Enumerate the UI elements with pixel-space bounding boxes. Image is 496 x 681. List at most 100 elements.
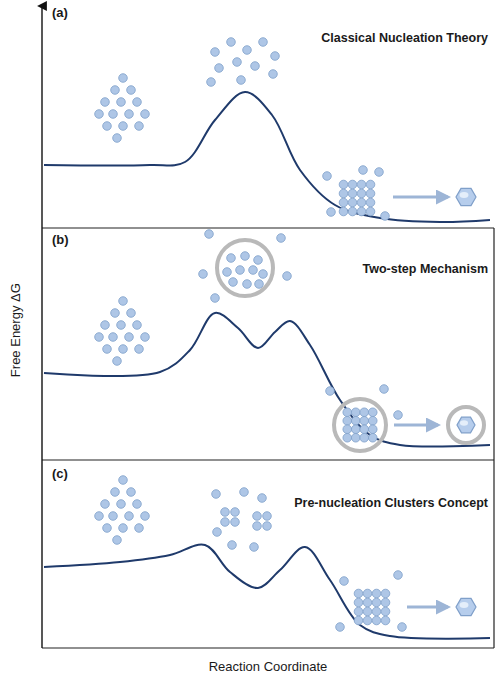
particle (119, 297, 128, 306)
particle (340, 577, 349, 586)
particle (372, 589, 381, 598)
particle (141, 512, 150, 521)
particle (117, 98, 126, 107)
particle (251, 62, 260, 71)
particle (363, 616, 372, 625)
particle (351, 416, 360, 425)
particle (125, 512, 134, 521)
particle (103, 345, 112, 354)
particle (258, 494, 267, 503)
particle (119, 524, 128, 533)
crystal-highlight (460, 420, 468, 425)
crystal-highlight (460, 192, 469, 198)
panel-title: Pre-nucleation Clusters Concept (294, 497, 488, 511)
particle (254, 256, 263, 265)
particle (323, 172, 332, 181)
particle (119, 122, 128, 131)
particle (111, 309, 120, 318)
particle (343, 425, 352, 434)
crystal-highlight (460, 602, 469, 608)
particle (236, 266, 245, 275)
particle (381, 607, 390, 616)
particle (368, 408, 377, 417)
particle (357, 198, 366, 207)
particle (277, 234, 286, 243)
particle (127, 309, 136, 318)
particle (348, 180, 357, 189)
particle (348, 189, 357, 198)
particle (360, 408, 369, 417)
particle (354, 616, 363, 625)
particle (339, 189, 348, 198)
particle (249, 266, 258, 275)
particle (363, 607, 372, 616)
panel-letter: (a) (52, 6, 68, 20)
particle (135, 122, 144, 131)
particle (359, 166, 368, 175)
particle (111, 86, 120, 95)
panel-divider (42, 647, 494, 648)
particle (125, 110, 134, 119)
particle (394, 571, 403, 580)
particle (348, 207, 357, 216)
particle (95, 333, 104, 342)
particle (103, 122, 112, 131)
axis-label: Reaction Coordinate (209, 660, 328, 674)
particle (283, 272, 292, 281)
particle (215, 64, 224, 73)
particle (394, 411, 403, 420)
particle (227, 254, 236, 263)
particle (354, 598, 363, 607)
particle (339, 207, 348, 216)
particle (205, 230, 214, 239)
particle (109, 512, 118, 521)
particle (360, 433, 369, 442)
particle (360, 425, 369, 434)
dense-liquid-ring (334, 399, 386, 451)
particle (231, 508, 240, 517)
particle (125, 333, 134, 342)
particle (327, 208, 336, 217)
particle (133, 321, 142, 330)
panel-divider (42, 227, 494, 228)
particle (135, 345, 144, 354)
particle (109, 110, 118, 119)
particle (360, 416, 369, 425)
particle (103, 524, 112, 533)
growth-arrow (394, 424, 438, 427)
particle (357, 207, 366, 216)
particle (269, 70, 278, 79)
growth-arrow (407, 606, 448, 609)
crystal-hexagon (456, 598, 476, 615)
particle (381, 212, 390, 221)
y-axis (41, 6, 42, 648)
particle (221, 518, 230, 527)
particle (366, 180, 375, 189)
particle (343, 416, 352, 425)
energy-curve (44, 313, 490, 447)
particle (363, 598, 372, 607)
panel-letter: (c) (52, 467, 68, 481)
particles (95, 38, 407, 632)
particle (243, 46, 252, 55)
particle (357, 180, 366, 189)
particle (348, 198, 357, 207)
particle (366, 207, 375, 216)
particle (343, 433, 352, 442)
particle (241, 252, 250, 261)
particle (263, 512, 272, 521)
particle (253, 512, 262, 521)
particle (339, 198, 348, 207)
particle (227, 38, 236, 47)
particle (351, 408, 360, 417)
particle (375, 168, 384, 177)
dense-liquid-ring (217, 240, 273, 296)
particle (381, 616, 390, 625)
particle (398, 623, 407, 632)
particle (259, 270, 268, 279)
particle (127, 86, 136, 95)
particle (240, 488, 249, 497)
particle (271, 52, 280, 61)
particle (113, 134, 122, 143)
